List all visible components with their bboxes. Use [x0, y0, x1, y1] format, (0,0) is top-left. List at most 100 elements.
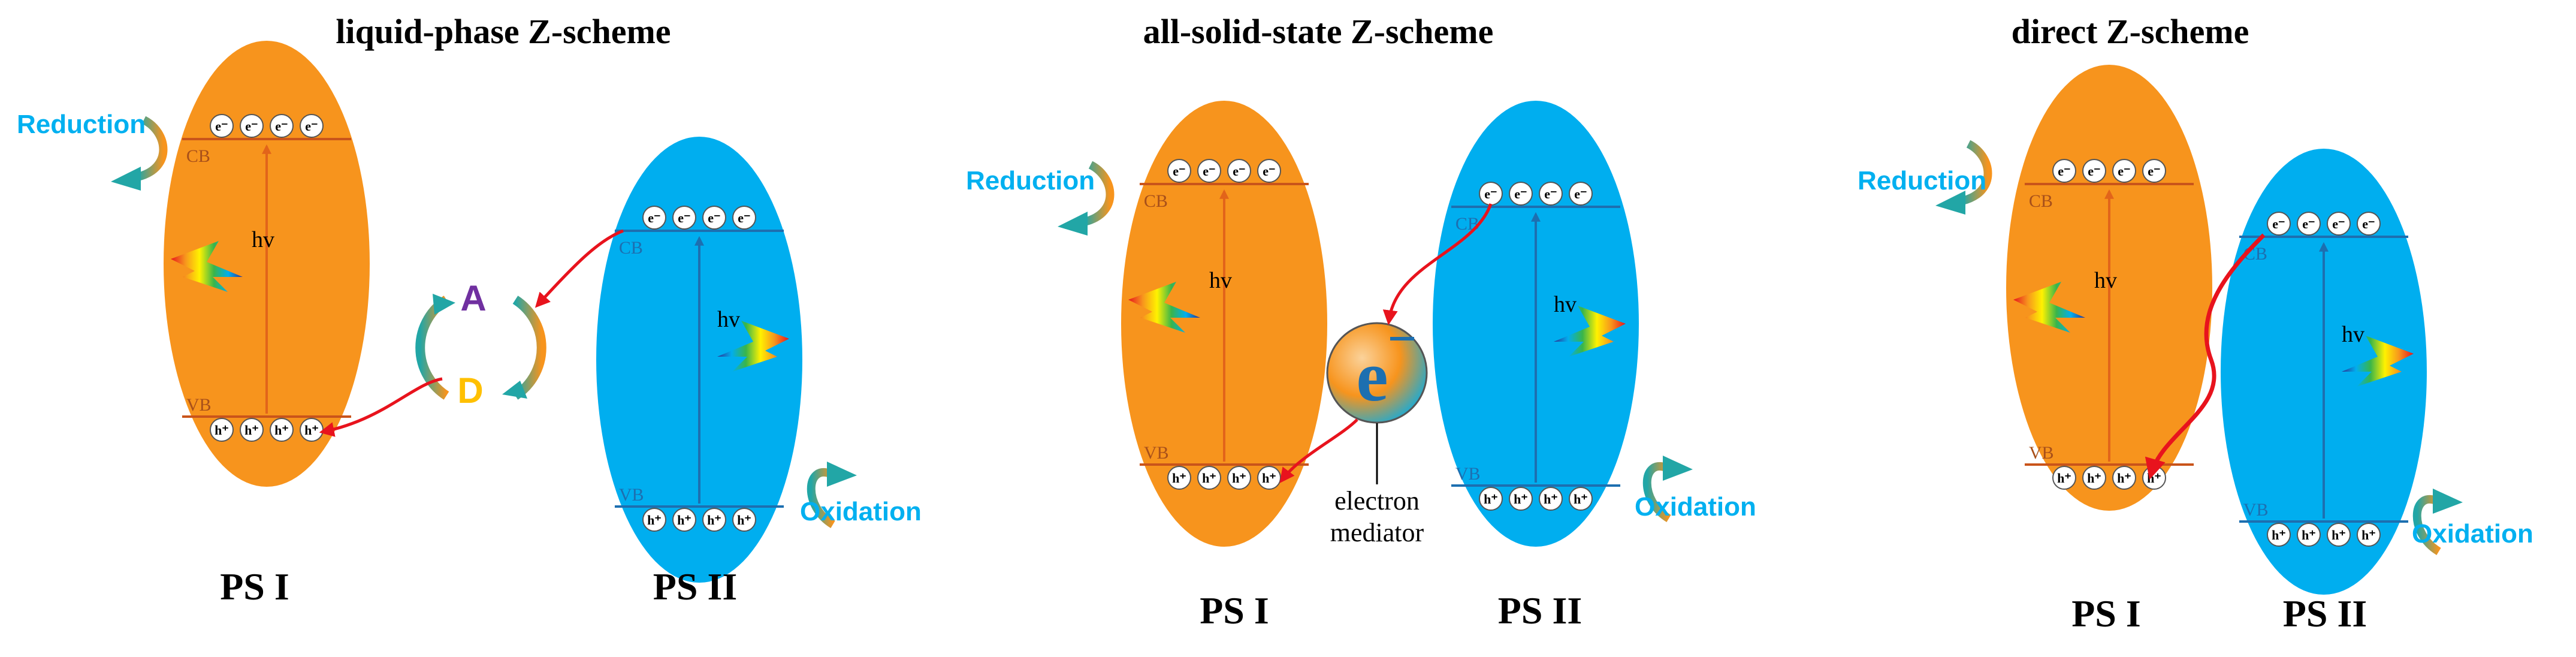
mediator-sphere: [1326, 322, 1428, 424]
hole-circle: [1197, 466, 1221, 490]
electron-symbol: e⁻: [275, 119, 288, 134]
hole-symbol: h⁺: [2361, 528, 2376, 543]
oxidation-label: Oxidation: [800, 497, 922, 526]
teal-curved-reaction-arrow: [433, 294, 455, 315]
electron-circle: [1167, 159, 1191, 183]
light-bolt-shape: [717, 321, 789, 372]
ps1-vb-label: VB: [2029, 443, 2054, 463]
teal-curved-reaction-arrow: [1058, 212, 1088, 236]
electron-symbol: e⁻: [2058, 164, 2070, 179]
electron-circle: [300, 114, 324, 138]
reduction-label: Reduction: [17, 110, 146, 139]
ps1-cb-label: CB: [1144, 191, 1168, 211]
hole-circle: [2082, 466, 2106, 490]
ps2-electrons: e⁻e⁻e⁻e⁻: [642, 206, 756, 230]
electron-symbol: e⁻: [708, 210, 720, 225]
red-electron-transfer-arrow: [319, 377, 443, 437]
hole-symbol: h⁺: [737, 513, 751, 528]
rainbow-light-bolt-icon: [717, 321, 789, 372]
ps2-hv-label: hv: [717, 307, 740, 332]
ps2-electrons: e⁻e⁻e⁻e⁻: [2267, 212, 2381, 236]
electron-circle: [2082, 159, 2106, 183]
hole-symbol: h⁺: [1172, 471, 1186, 486]
hole-circle: [2112, 466, 2136, 490]
hole-circle: [2297, 523, 2321, 547]
ps2-label: PS II: [653, 565, 738, 608]
reduction-curved-arrow: [1961, 140, 1992, 205]
electron-circle: [2327, 212, 2351, 236]
hole-circle: [2357, 523, 2381, 547]
hole-symbol: h⁺: [1544, 492, 1558, 507]
electron-symbol: e⁻: [1263, 164, 1275, 179]
teal-curved-reaction-arrow: [827, 462, 857, 487]
ps2-label: PS II: [2283, 592, 2367, 635]
hole-symbol: h⁺: [2272, 528, 2286, 543]
hole-circle: [210, 418, 234, 442]
electron-circle: [1569, 182, 1593, 206]
ps2-hv-label: hv: [2342, 322, 2364, 347]
mediator-label-line2: mediator: [1330, 518, 1424, 547]
ps1-cb-label: CB: [2029, 191, 2053, 211]
ps1-label: PS I: [220, 565, 289, 608]
electron-symbol: e⁻: [305, 119, 318, 134]
hole-symbol: h⁺: [2087, 471, 2101, 486]
hole-circle: [1509, 487, 1533, 511]
electron-symbol: e⁻: [2302, 216, 2315, 231]
ps2-electrons: e⁻e⁻e⁻e⁻: [1479, 182, 1593, 206]
ps1-holes: h⁺h⁺h⁺h⁺: [210, 418, 324, 442]
teal-curved-reaction-arrow: [1663, 456, 1693, 481]
electron-circle: [732, 206, 756, 230]
hole-circle: [732, 508, 756, 532]
hole-symbol: h⁺: [1202, 471, 1216, 486]
electron-symbol: e⁻: [738, 210, 750, 225]
ps2-holes: h⁺h⁺h⁺h⁺: [2267, 523, 2381, 547]
electron-symbol: e⁻: [1574, 186, 1587, 201]
hole-symbol: h⁺: [215, 423, 229, 438]
electron-symbol: e⁻: [245, 119, 258, 134]
oxidation-curved-arrow: [1642, 462, 1671, 522]
hole-symbol: h⁺: [1574, 492, 1588, 507]
red-electron-transfer-arrow: [2145, 233, 2266, 480]
light-bolt-shape: [2342, 336, 2414, 387]
hole-circle: [1479, 487, 1503, 511]
teal-curved-reaction-arrow: [111, 167, 141, 191]
ps2-vb-label: VB: [1455, 464, 1481, 484]
donor-label: D: [457, 370, 483, 411]
ps1-electrons: e⁻e⁻e⁻e⁻: [210, 114, 324, 138]
reduction-curved-arrow: [1083, 161, 1115, 226]
electron-circle: [2142, 159, 2166, 183]
electron-circle: [672, 206, 696, 230]
electron-mediator-sphere-icon: e: [1326, 322, 1428, 424]
ps1-holes: h⁺h⁺h⁺h⁺: [1167, 466, 1281, 490]
panel-all-solid-state: all-solid-state Z-schemeCBVBe⁻e⁻e⁻e⁻h⁺h⁺…: [966, 12, 1756, 632]
electron-symbol: e⁻: [2332, 216, 2345, 231]
red-electron-transfer-arrow: [1279, 418, 1358, 483]
ps2-holes: h⁺h⁺h⁺h⁺: [642, 508, 756, 532]
hole-symbol: h⁺: [2147, 471, 2161, 486]
reduction-label: Reduction: [966, 166, 1095, 195]
mediator-e-symbol: e: [1356, 336, 1388, 416]
electron-symbol: e⁻: [648, 210, 660, 225]
rainbow-light-bolt-icon: [1554, 306, 1626, 357]
ps1-hv-label: hv: [252, 227, 274, 252]
electron-circle: [270, 114, 294, 138]
acceptor-label: A: [460, 278, 486, 318]
hole-circle: [1167, 466, 1191, 490]
ps2-cb-label: CB: [619, 238, 643, 258]
reduction-label: Reduction: [1858, 166, 1986, 195]
electron-symbol: e⁻: [2272, 216, 2285, 231]
electron-circle: [2357, 212, 2381, 236]
electron-symbol: e⁻: [1173, 164, 1185, 179]
oxidation-curved-arrow: [2412, 495, 2441, 555]
electron-circle: [702, 206, 726, 230]
ps1-label: PS I: [1200, 589, 1269, 632]
electron-symbol: e⁻: [1484, 186, 1497, 201]
ps2-label: PS II: [1498, 589, 1583, 632]
cycle-right-arc: [512, 296, 546, 400]
electron-symbol: e⁻: [1514, 186, 1527, 201]
hole-circle: [1569, 487, 1593, 511]
electron-symbol: e⁻: [1203, 164, 1215, 179]
teal-curved-reaction-arrow: [1935, 191, 1965, 215]
hole-symbol: h⁺: [1232, 471, 1246, 486]
oxidation-curved-arrow: [807, 468, 835, 528]
